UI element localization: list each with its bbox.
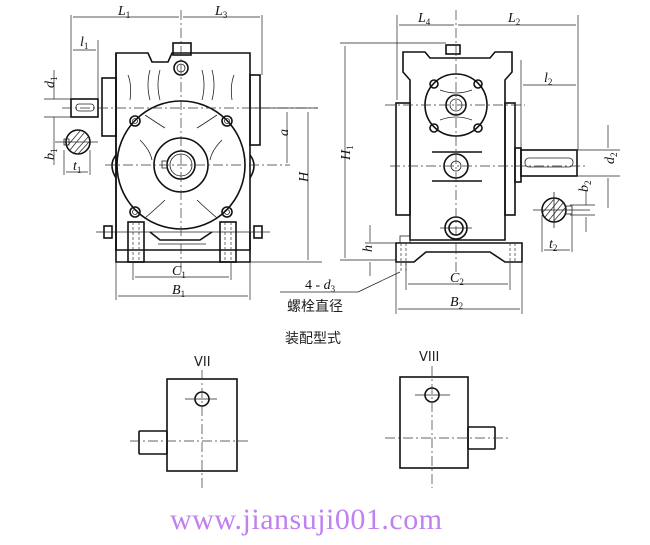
dim-label-C2: C2 xyxy=(450,271,464,287)
bolt-callout: 4 - d3 xyxy=(305,278,336,294)
assembly-label-viii: VIII xyxy=(419,350,439,365)
dim-label-d1: d1 xyxy=(43,77,59,89)
dim-label-L1: L1 xyxy=(117,4,130,20)
front-view-dimensions xyxy=(44,15,322,300)
dim-label-H1: H1 xyxy=(339,145,355,161)
dim-label-b1: b1 xyxy=(43,149,59,161)
side-view xyxy=(385,10,590,275)
dim-label-b2: b2 xyxy=(577,181,593,193)
dim-label-d2: d2 xyxy=(603,153,619,165)
dim-label-l2: l2 xyxy=(544,71,552,87)
dim-label-L3: L3 xyxy=(214,4,228,20)
dim-label-L2: L2 xyxy=(507,11,520,27)
dim-label-C1: C1 xyxy=(172,264,186,280)
dim-label-t2: t2 xyxy=(549,237,557,253)
dim-label-L4: L4 xyxy=(417,11,431,27)
dim-label-B2: B2 xyxy=(450,295,463,311)
bolt-caption: 螺栓直径 xyxy=(287,298,343,315)
dim-label-t1: t1 xyxy=(73,159,81,175)
front-view xyxy=(55,10,318,275)
dim-label-B1: B1 xyxy=(172,283,185,299)
dim-label-H: H xyxy=(297,171,312,183)
dim-label-a: a xyxy=(277,129,292,136)
watermark: www.jiansuji001.com xyxy=(170,503,443,536)
assembly-title: 装配型式 xyxy=(285,331,341,347)
assembly-label-vii: VII xyxy=(194,355,211,370)
assembly-type-vii: VII xyxy=(130,355,250,488)
assembly-type-viii: VIII xyxy=(385,350,508,488)
dim-label-h: h xyxy=(361,245,376,252)
dim-label-l1: l1 xyxy=(80,35,88,51)
side-view-dimensions xyxy=(280,15,620,314)
